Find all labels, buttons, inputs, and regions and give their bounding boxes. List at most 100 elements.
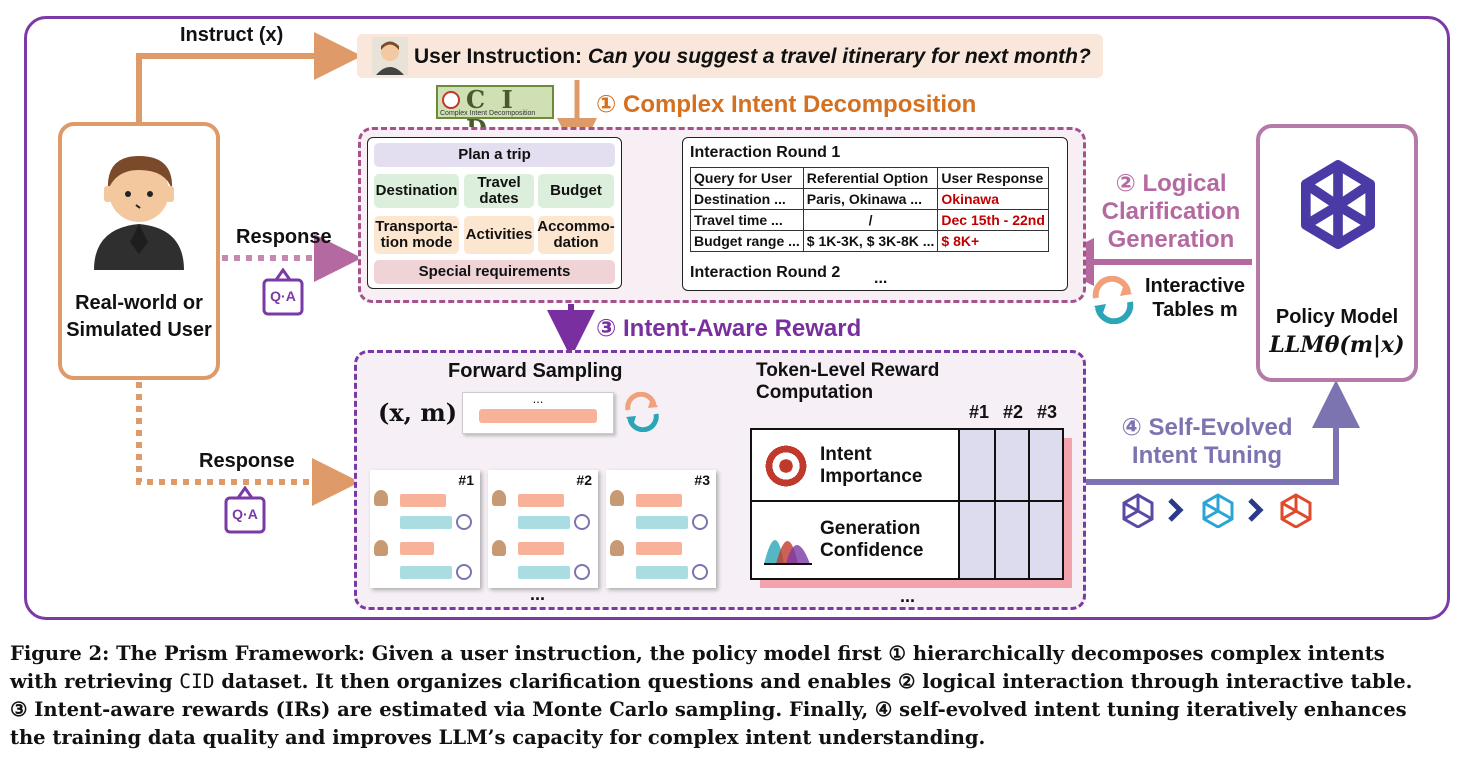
figure-caption: Figure 2: The Prism Framework: Given a u… (10, 640, 1470, 752)
qa-text: Q·A (270, 288, 296, 304)
stage1-label: ① Complex Intent Decomposition (596, 91, 977, 118)
user-avatar-icon (372, 37, 408, 75)
distribution-curves-icon (762, 514, 814, 566)
tuning-arrow (1086, 380, 1360, 485)
reward-more: ... (900, 586, 916, 606)
reward-row-generation-confidence: Generation Confidence (820, 518, 924, 561)
instruct-arrow (136, 32, 362, 122)
table-cell: $ 1K-3K, $ 3K-8K ... (802, 230, 939, 252)
stage4-line: ④ Self-Evolved (1121, 414, 1293, 441)
sample-card-3: #3 (606, 470, 716, 588)
sample-card-1: #1 (370, 470, 480, 588)
forward-sampling-input: (x, m) (378, 398, 458, 427)
reward-matrix: Intent Importance Generation Confidence (750, 428, 1064, 580)
intent-tree: Plan a trip Destination Travel dates Bud… (367, 137, 622, 289)
stage4-label: ④ Self-Evolved Intent Tuning (1112, 414, 1302, 470)
tree-footer: Special requirements (374, 260, 615, 284)
user-label: Real-world or Simulated User (58, 290, 220, 344)
cid-logo: C I D Complex Intent Decomposition (436, 85, 554, 143)
table-header-row: Query for User Referential Option User R… (690, 167, 1049, 189)
llm-logo-icon (574, 514, 590, 530)
caption-code: CID (179, 670, 215, 693)
tree-node-accommodation: Accommo-dation (537, 216, 615, 254)
interaction-round-2: Interaction Round 2 (690, 264, 841, 281)
response-label-1: Response (236, 226, 332, 248)
sample-id: #3 (694, 472, 710, 488)
reward-title-line: Computation (756, 382, 874, 403)
llm-logo-icon (456, 514, 472, 530)
table-cell: Budget range ... (690, 230, 804, 252)
instruction-query: Can you suggest a travel itinerary for n… (587, 45, 1091, 68)
caption-line: Figure 2: The Prism Framework: Given a u… (10, 642, 1385, 665)
stage3-label: ③ Intent-Aware Reward (596, 315, 862, 342)
reward-col-header: #1 (968, 402, 990, 422)
user-avatar-icon (374, 490, 388, 506)
interaction-table: Query for User Referential Option User R… (690, 167, 1049, 252)
table-cell: / (802, 209, 939, 231)
user-label-line: Real-world or (75, 292, 203, 314)
llm-logo-icon (692, 514, 708, 530)
cid-subtitle: Complex Intent Decomposition (440, 110, 536, 117)
sampling-bar (479, 409, 597, 423)
table-cell: Paris, Okinawa ... (802, 188, 939, 210)
table-cell: Travel time ... (690, 209, 804, 231)
instruction-banner (357, 34, 1103, 78)
caption-line: the training data quality and improves L… (10, 726, 986, 749)
stage2-line: Clarification (1101, 198, 1241, 225)
stage4-line: Intent Tuning (1131, 442, 1283, 469)
llm-logo-icon (1284, 152, 1392, 270)
qa-text: Q·A (232, 506, 258, 522)
sample-id: #2 (576, 472, 592, 488)
table-cell: Dec 15th - 22nd (937, 209, 1049, 231)
tree-node-transportation: Transporta-tion mode (374, 216, 459, 254)
tree-node-activities: Activities (464, 216, 534, 254)
sampling-prompt-box: ... (462, 391, 614, 434)
sample-id: #1 (458, 472, 474, 488)
response-label-2: Response (199, 450, 295, 472)
tree-root: Plan a trip (374, 143, 615, 167)
user-label-line: Simulated User (66, 319, 212, 341)
table-header: Referential Option (802, 167, 939, 189)
interactive-tables-line: Tables m (1152, 299, 1238, 321)
caption-text: dataset. It then organizes clarification… (221, 670, 1413, 693)
instruct-label: Instruct (x) (180, 24, 284, 46)
sampling-more: ... (530, 584, 546, 604)
model-evolution (1120, 492, 1320, 529)
target-icon (762, 442, 810, 490)
reward-col-header: #2 (1002, 402, 1024, 422)
table-cell: $ 8K+ (937, 230, 1049, 252)
interaction-round-1: Interaction Round 1 (690, 144, 841, 161)
llm-logo-icon (574, 564, 590, 580)
target-icon (442, 91, 460, 109)
caption-text: with retrieving (10, 670, 173, 693)
stage2-line: Generation (1107, 226, 1235, 253)
user-person-icon (86, 150, 192, 270)
tree-node-travel-dates: Travel dates (464, 174, 534, 208)
sampling-refresh-icon (622, 391, 662, 433)
table-row: Travel time ... / Dec 15th - 22nd (690, 209, 1049, 231)
policy-model-formula: LLMθ(m|x) (1269, 332, 1405, 358)
user-avatar-icon (492, 540, 506, 556)
refresh-cycle-icon (1088, 275, 1138, 325)
outer-frame (24, 16, 1450, 620)
interaction-ellipsis: ... (874, 270, 888, 287)
reward-col-header: #3 (1036, 402, 1058, 422)
tree-node-destination: Destination (374, 174, 459, 208)
response-arrow-2 (136, 382, 360, 506)
table-header: Query for User (690, 167, 804, 189)
sampling-ellipsis: ... (532, 391, 544, 406)
user-avatar-icon (610, 490, 624, 506)
table-cell: Destination ... (690, 188, 804, 210)
reward-title-line: Token-Level Reward (756, 360, 940, 381)
forward-sampling-title: Forward Sampling (448, 360, 623, 382)
table-cell: Okinawa (937, 188, 1049, 210)
table-row: Destination ... Paris, Okinawa ... Okina… (690, 188, 1049, 210)
sample-card-2: #2 (488, 470, 598, 588)
table-header: User Response (937, 167, 1049, 189)
instruction-text: User Instruction: Can you suggest a trav… (414, 45, 1091, 69)
reward-title: Token-Level Reward Computation (756, 360, 939, 404)
interactive-tables-label: Interactive Tables m (1140, 274, 1250, 322)
user-avatar-icon (374, 540, 388, 556)
llm-logo-icon (692, 564, 708, 580)
user-avatar-icon (610, 540, 624, 556)
